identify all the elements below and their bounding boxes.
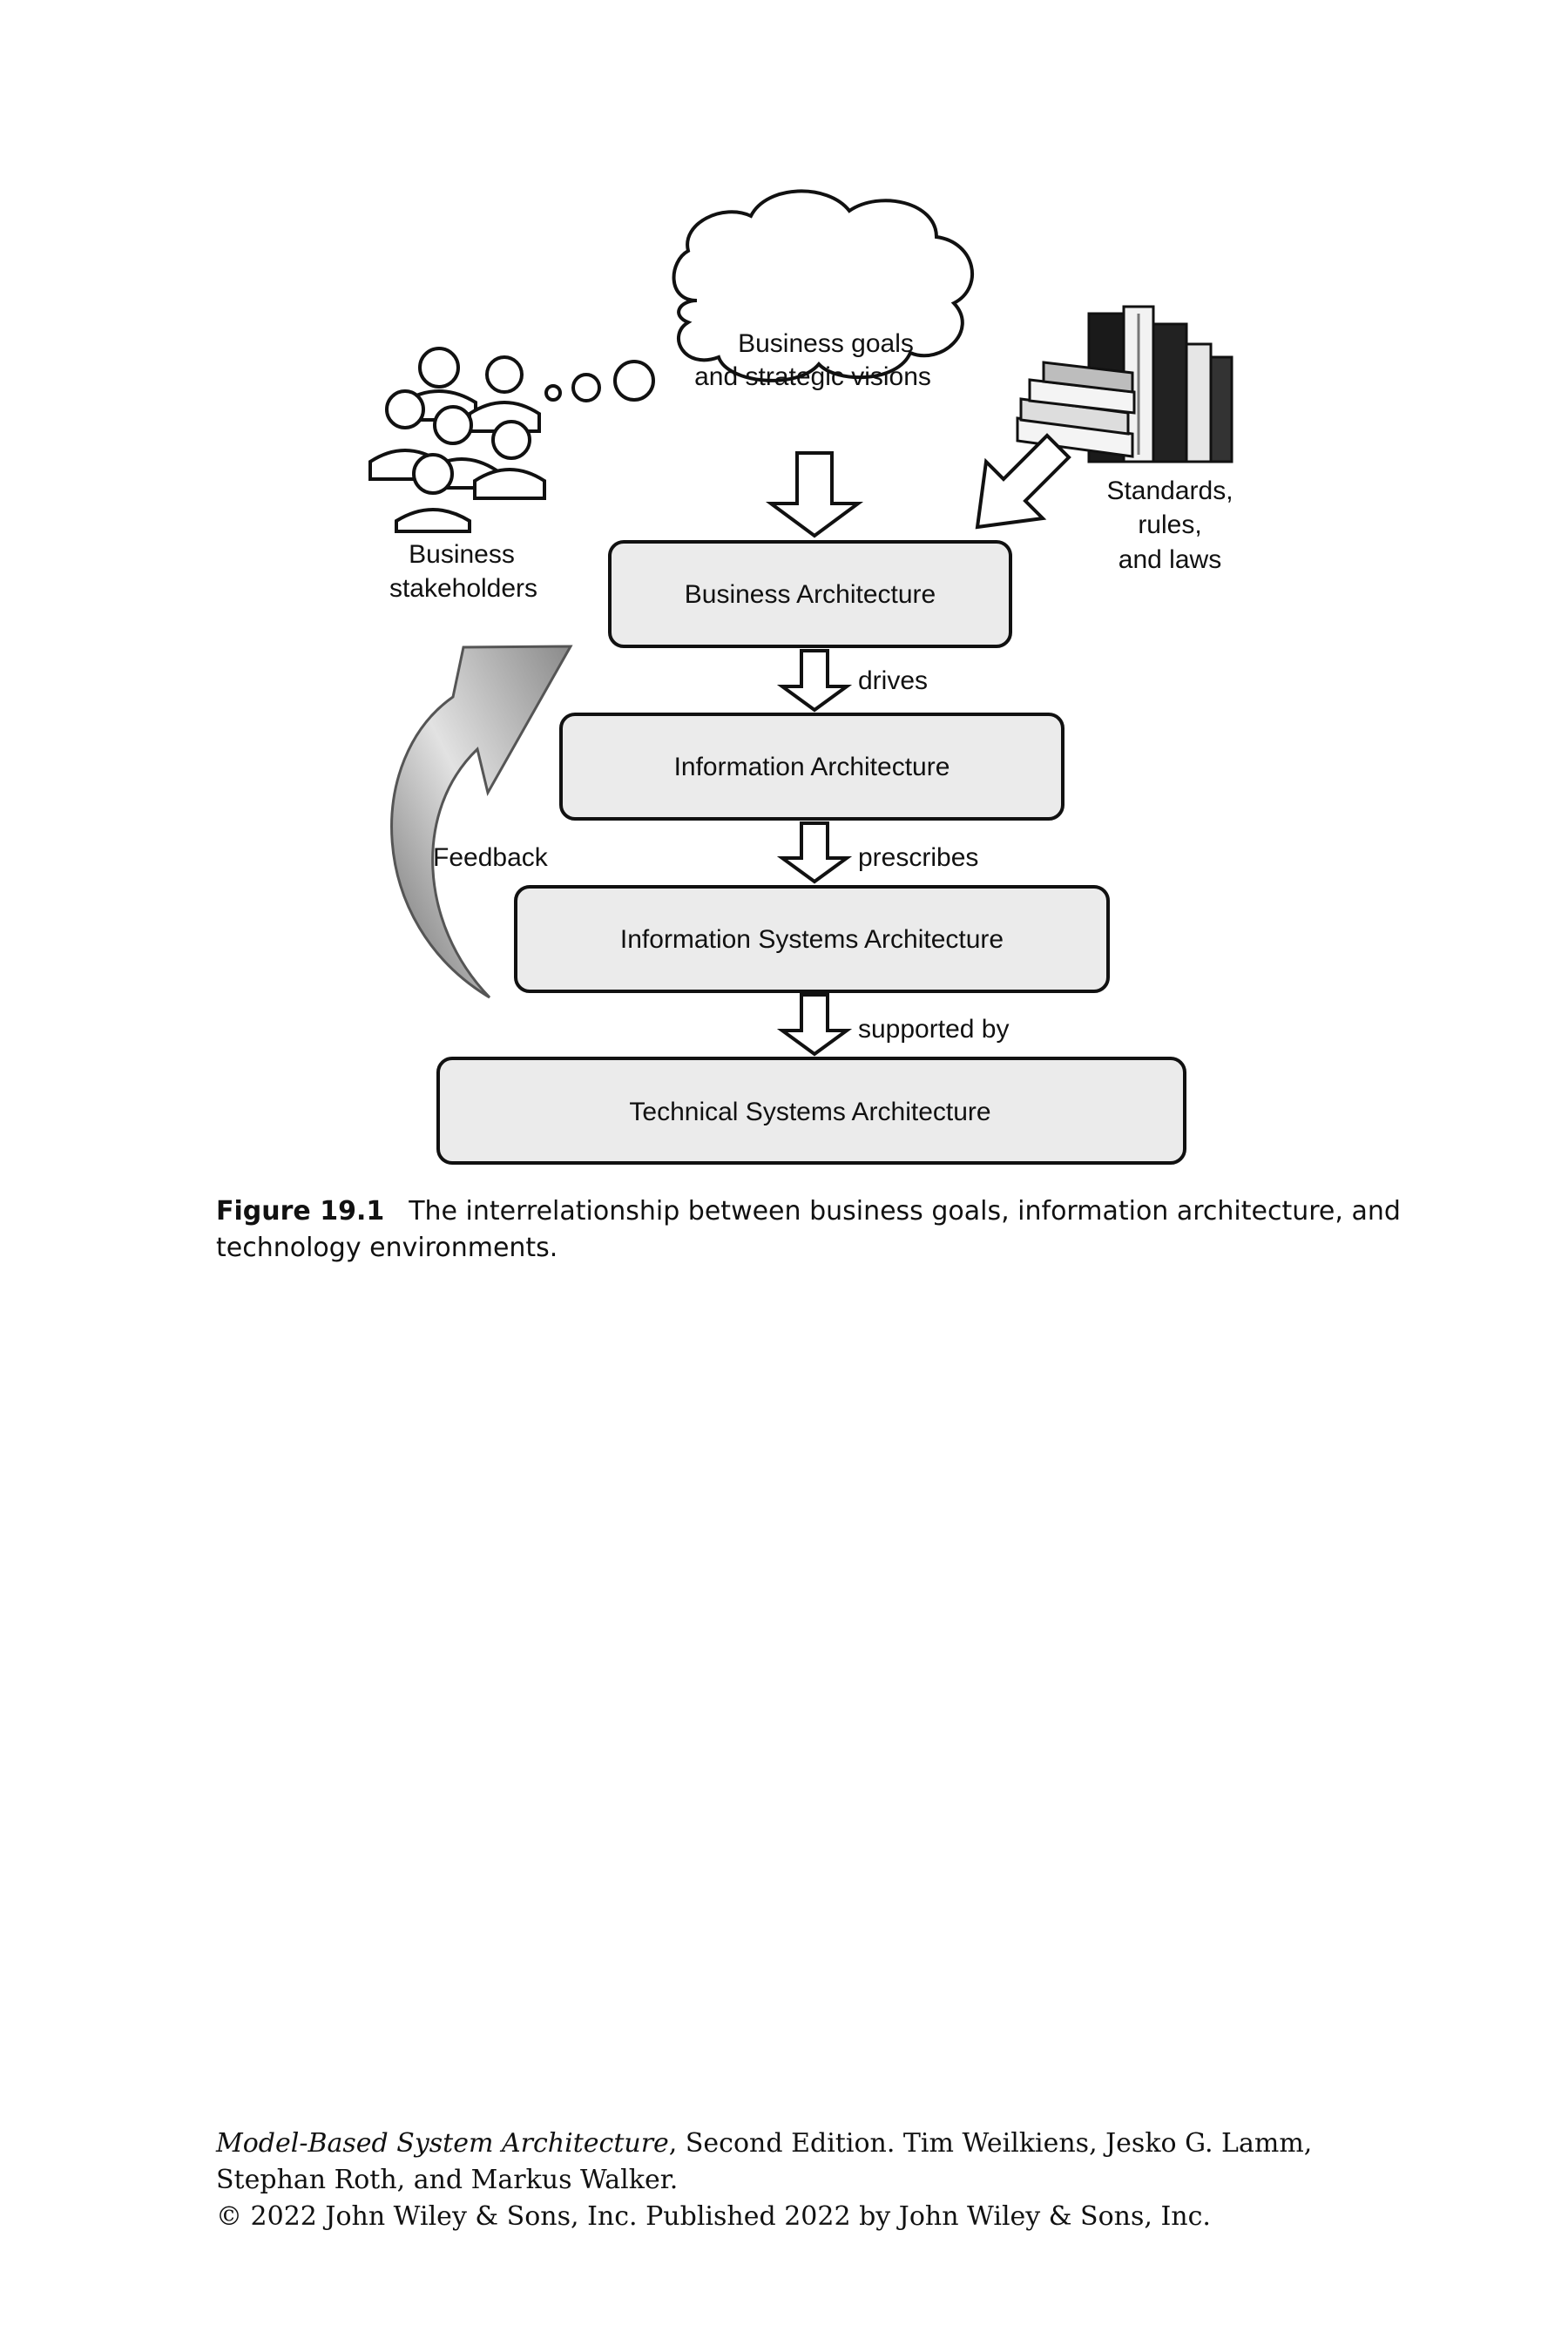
cloud-down-arrow <box>765 451 864 538</box>
standards-label-line-3: and laws <box>1119 545 1221 574</box>
caption-text: The interrelationship between business g… <box>216 1196 1401 1263</box>
footer-line-1-rest: , Second Edition. Tim Weilkiens, Jesko G… <box>668 2128 1313 2159</box>
technical-systems-architecture-box: Technical Systems Architecture <box>436 1057 1186 1165</box>
architecture-diagram: Business goals and strategic visions Bus… <box>368 189 1233 1165</box>
footer-line-1: Model-Based System Architecture, Second … <box>216 2126 1436 2162</box>
drives-label: drives <box>858 666 928 695</box>
business-architecture-box: Business Architecture <box>608 540 1012 648</box>
information-architecture-box: Information Architecture <box>559 713 1064 821</box>
information-systems-architecture-label: Information Systems Architecture <box>620 925 1004 954</box>
standards-arrow <box>975 433 1071 530</box>
footer-line-2: Stephan Roth, and Markus Walker. <box>216 2165 679 2195</box>
feedback-label: Feedback <box>433 843 549 872</box>
feedback-arrow <box>390 645 573 999</box>
supported-by-arrow <box>776 993 853 1057</box>
drives-arrow <box>776 649 853 713</box>
prescribes-label: prescribes <box>858 843 978 872</box>
prescribes-arrow <box>776 821 853 884</box>
thought-cloud: Business goals and strategic visions <box>672 189 975 391</box>
stakeholders-label-line-1: Business <box>409 540 515 569</box>
stakeholders-label-line-2: stakeholders <box>389 574 537 603</box>
stakeholders-icon <box>368 347 546 533</box>
supported-by-label: supported by <box>858 1015 1009 1044</box>
business-architecture-label: Business Architecture <box>685 580 936 609</box>
cloud-text-line-1: Business goals <box>738 329 914 358</box>
technical-systems-architecture-label: Technical Systems Architecture <box>629 1098 990 1126</box>
copyright-footer: Model-Based System Architecture, Second … <box>216 2126 1436 2235</box>
information-systems-architecture-box: Information Systems Architecture <box>514 885 1110 993</box>
book-title: Model-Based System Architecture <box>216 2128 669 2159</box>
cloud-text-line-2: and strategic visions <box>694 362 931 391</box>
standards-label-line-2: rules, <box>1138 510 1201 539</box>
information-architecture-label: Information Architecture <box>674 753 950 781</box>
thought-bubbles <box>544 360 655 402</box>
caption-label: Figure 19.1 <box>216 1196 385 1227</box>
standards-label-line-1: Standards, <box>1106 476 1233 505</box>
books-icon <box>1016 305 1233 463</box>
footer-line-3: © 2022 John Wiley & Sons, Inc. Published… <box>216 2201 1211 2232</box>
